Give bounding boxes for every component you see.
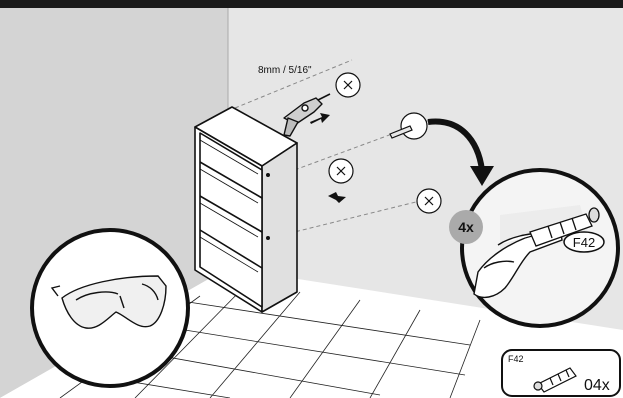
- part-callout-code: F42: [573, 235, 595, 250]
- top-border: [0, 0, 623, 8]
- curved-arrow-icon: [427, 118, 494, 186]
- quantity-badge-label: 4x: [458, 219, 474, 235]
- quantity-badge: 4x: [449, 210, 483, 244]
- direction-arrow-icon: [328, 192, 346, 203]
- drill-hole-with-anchor: [389, 112, 428, 140]
- safety-goggles-icon: [50, 275, 167, 329]
- drill-hole-marker: [416, 188, 442, 214]
- anchor-detail-circle: F42: [460, 168, 620, 328]
- bookcase-icon: [194, 106, 298, 313]
- part-callout-bubble: [563, 231, 605, 253]
- floor-tiles: [59, 285, 481, 398]
- push-arrow-icon: [310, 113, 330, 124]
- wall-anchor-icon: [529, 207, 600, 247]
- wall-anchor-icon: [533, 367, 577, 393]
- parts-inventory-box: F42 04x: [501, 349, 621, 397]
- inventory-part-code: F42: [508, 354, 524, 364]
- drill-bit-size-label: 8mm / 5/16": [258, 65, 312, 76]
- drill-hole-marker: [328, 158, 354, 184]
- drill-icon: [283, 93, 331, 137]
- safety-goggles-circle: [30, 228, 190, 388]
- drill-hole-marker: [335, 72, 361, 98]
- inventory-quantity: 04x: [584, 377, 610, 394]
